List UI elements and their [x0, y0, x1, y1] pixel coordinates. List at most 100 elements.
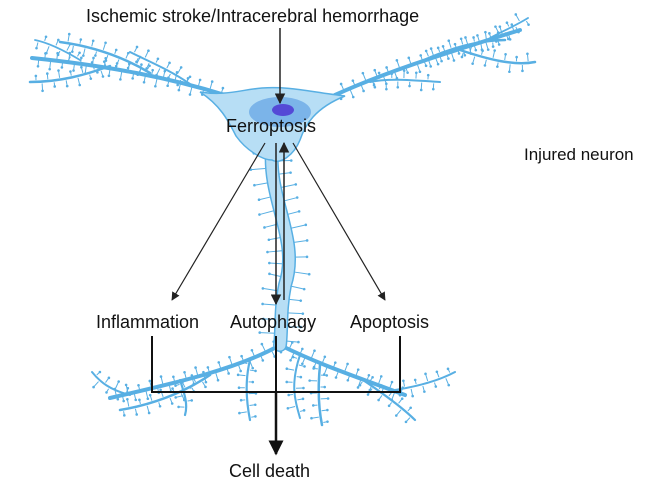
- spine-head: [210, 80, 214, 83]
- spine-head: [507, 37, 510, 41]
- spine-head: [326, 420, 329, 423]
- spine-head: [289, 171, 292, 174]
- spine-head: [177, 405, 180, 409]
- spine-head: [346, 362, 349, 366]
- spine-head: [426, 73, 430, 77]
- spine-head: [285, 380, 289, 384]
- spine-head: [285, 367, 289, 371]
- spine-head: [148, 379, 152, 383]
- spine-head: [263, 226, 266, 229]
- spine-head: [435, 370, 439, 374]
- spine-head: [371, 376, 374, 379]
- spine-head: [69, 70, 72, 73]
- spine-head: [228, 355, 231, 359]
- spine-head: [429, 47, 433, 50]
- spine-head: [302, 386, 305, 390]
- spine: [268, 236, 282, 241]
- spine-head: [402, 379, 405, 383]
- spine: [259, 210, 275, 216]
- spine-head: [356, 368, 360, 371]
- spine-head: [476, 34, 479, 37]
- spine-head: [45, 51, 48, 55]
- spine-head: [339, 82, 343, 86]
- spine-head: [301, 312, 305, 315]
- spine-head: [508, 70, 511, 74]
- spine-head: [147, 411, 151, 415]
- spine-head: [174, 396, 177, 399]
- spine-head: [326, 397, 330, 400]
- spine-head: [385, 87, 388, 91]
- spine-head: [174, 384, 177, 387]
- spine-head: [326, 408, 329, 412]
- spine-head: [60, 66, 64, 69]
- spine-head: [126, 397, 129, 401]
- spine-head: [498, 25, 502, 28]
- inflammation-label: Inflammation: [96, 312, 200, 332]
- spine-head: [310, 416, 313, 420]
- spine-head: [514, 13, 518, 16]
- spine-head: [311, 404, 315, 407]
- spine-head: [119, 78, 122, 81]
- spine-head: [56, 53, 60, 57]
- spine-head: [148, 393, 152, 397]
- spine: [259, 332, 276, 334]
- spine-head: [305, 255, 309, 259]
- spine: [287, 312, 303, 315]
- spine-head: [105, 391, 108, 394]
- spine-head: [404, 420, 408, 424]
- spine-head: [238, 411, 241, 415]
- spine-head: [387, 404, 391, 408]
- spine-head: [240, 354, 243, 358]
- spine-head: [423, 390, 426, 393]
- spine-head: [116, 397, 120, 401]
- spine-head: [204, 380, 208, 384]
- spine-head: [135, 413, 139, 416]
- spine-head: [286, 407, 290, 410]
- spine-head: [80, 56, 83, 60]
- spine-head: [436, 62, 440, 66]
- spine-head: [147, 49, 150, 52]
- spine-head: [481, 49, 484, 53]
- spine-head: [351, 95, 355, 99]
- spine-head: [266, 250, 269, 254]
- spine-head: [78, 51, 81, 55]
- spine-head: [418, 70, 422, 74]
- spine: [288, 298, 301, 302]
- spine-head: [261, 359, 265, 362]
- spine-head: [254, 369, 257, 373]
- apoptosis-label: Apoptosis: [350, 312, 430, 332]
- spine-head: [406, 71, 409, 74]
- spine-head: [227, 372, 230, 375]
- spine-head: [494, 25, 497, 28]
- spine-head: [323, 355, 327, 359]
- spine-head: [258, 331, 262, 334]
- injured-neuron-label: Injured neuron: [524, 145, 634, 164]
- spine-head: [414, 71, 418, 75]
- spine-head: [395, 59, 399, 62]
- spine-head: [424, 64, 428, 68]
- spine: [290, 224, 306, 229]
- spine-head: [262, 317, 265, 321]
- spine-head: [312, 367, 315, 370]
- spine-head: [154, 84, 157, 88]
- spine-head: [452, 59, 456, 62]
- arrow-to-apoptosis: [292, 142, 386, 301]
- spine-head: [123, 414, 126, 417]
- spine: [262, 303, 277, 306]
- spine-head: [493, 49, 496, 52]
- spine-head: [294, 183, 298, 186]
- spine-head: [217, 361, 221, 364]
- spine-head: [472, 36, 475, 39]
- spine-head: [206, 366, 210, 369]
- spine-head: [258, 213, 261, 216]
- spine-head: [299, 299, 303, 302]
- spine-head: [53, 85, 57, 88]
- spine-head: [295, 196, 299, 199]
- spine-head: [440, 59, 443, 63]
- spine-head: [48, 67, 51, 71]
- spine-head: [302, 409, 306, 412]
- spine: [290, 285, 305, 290]
- spine-head: [299, 325, 303, 329]
